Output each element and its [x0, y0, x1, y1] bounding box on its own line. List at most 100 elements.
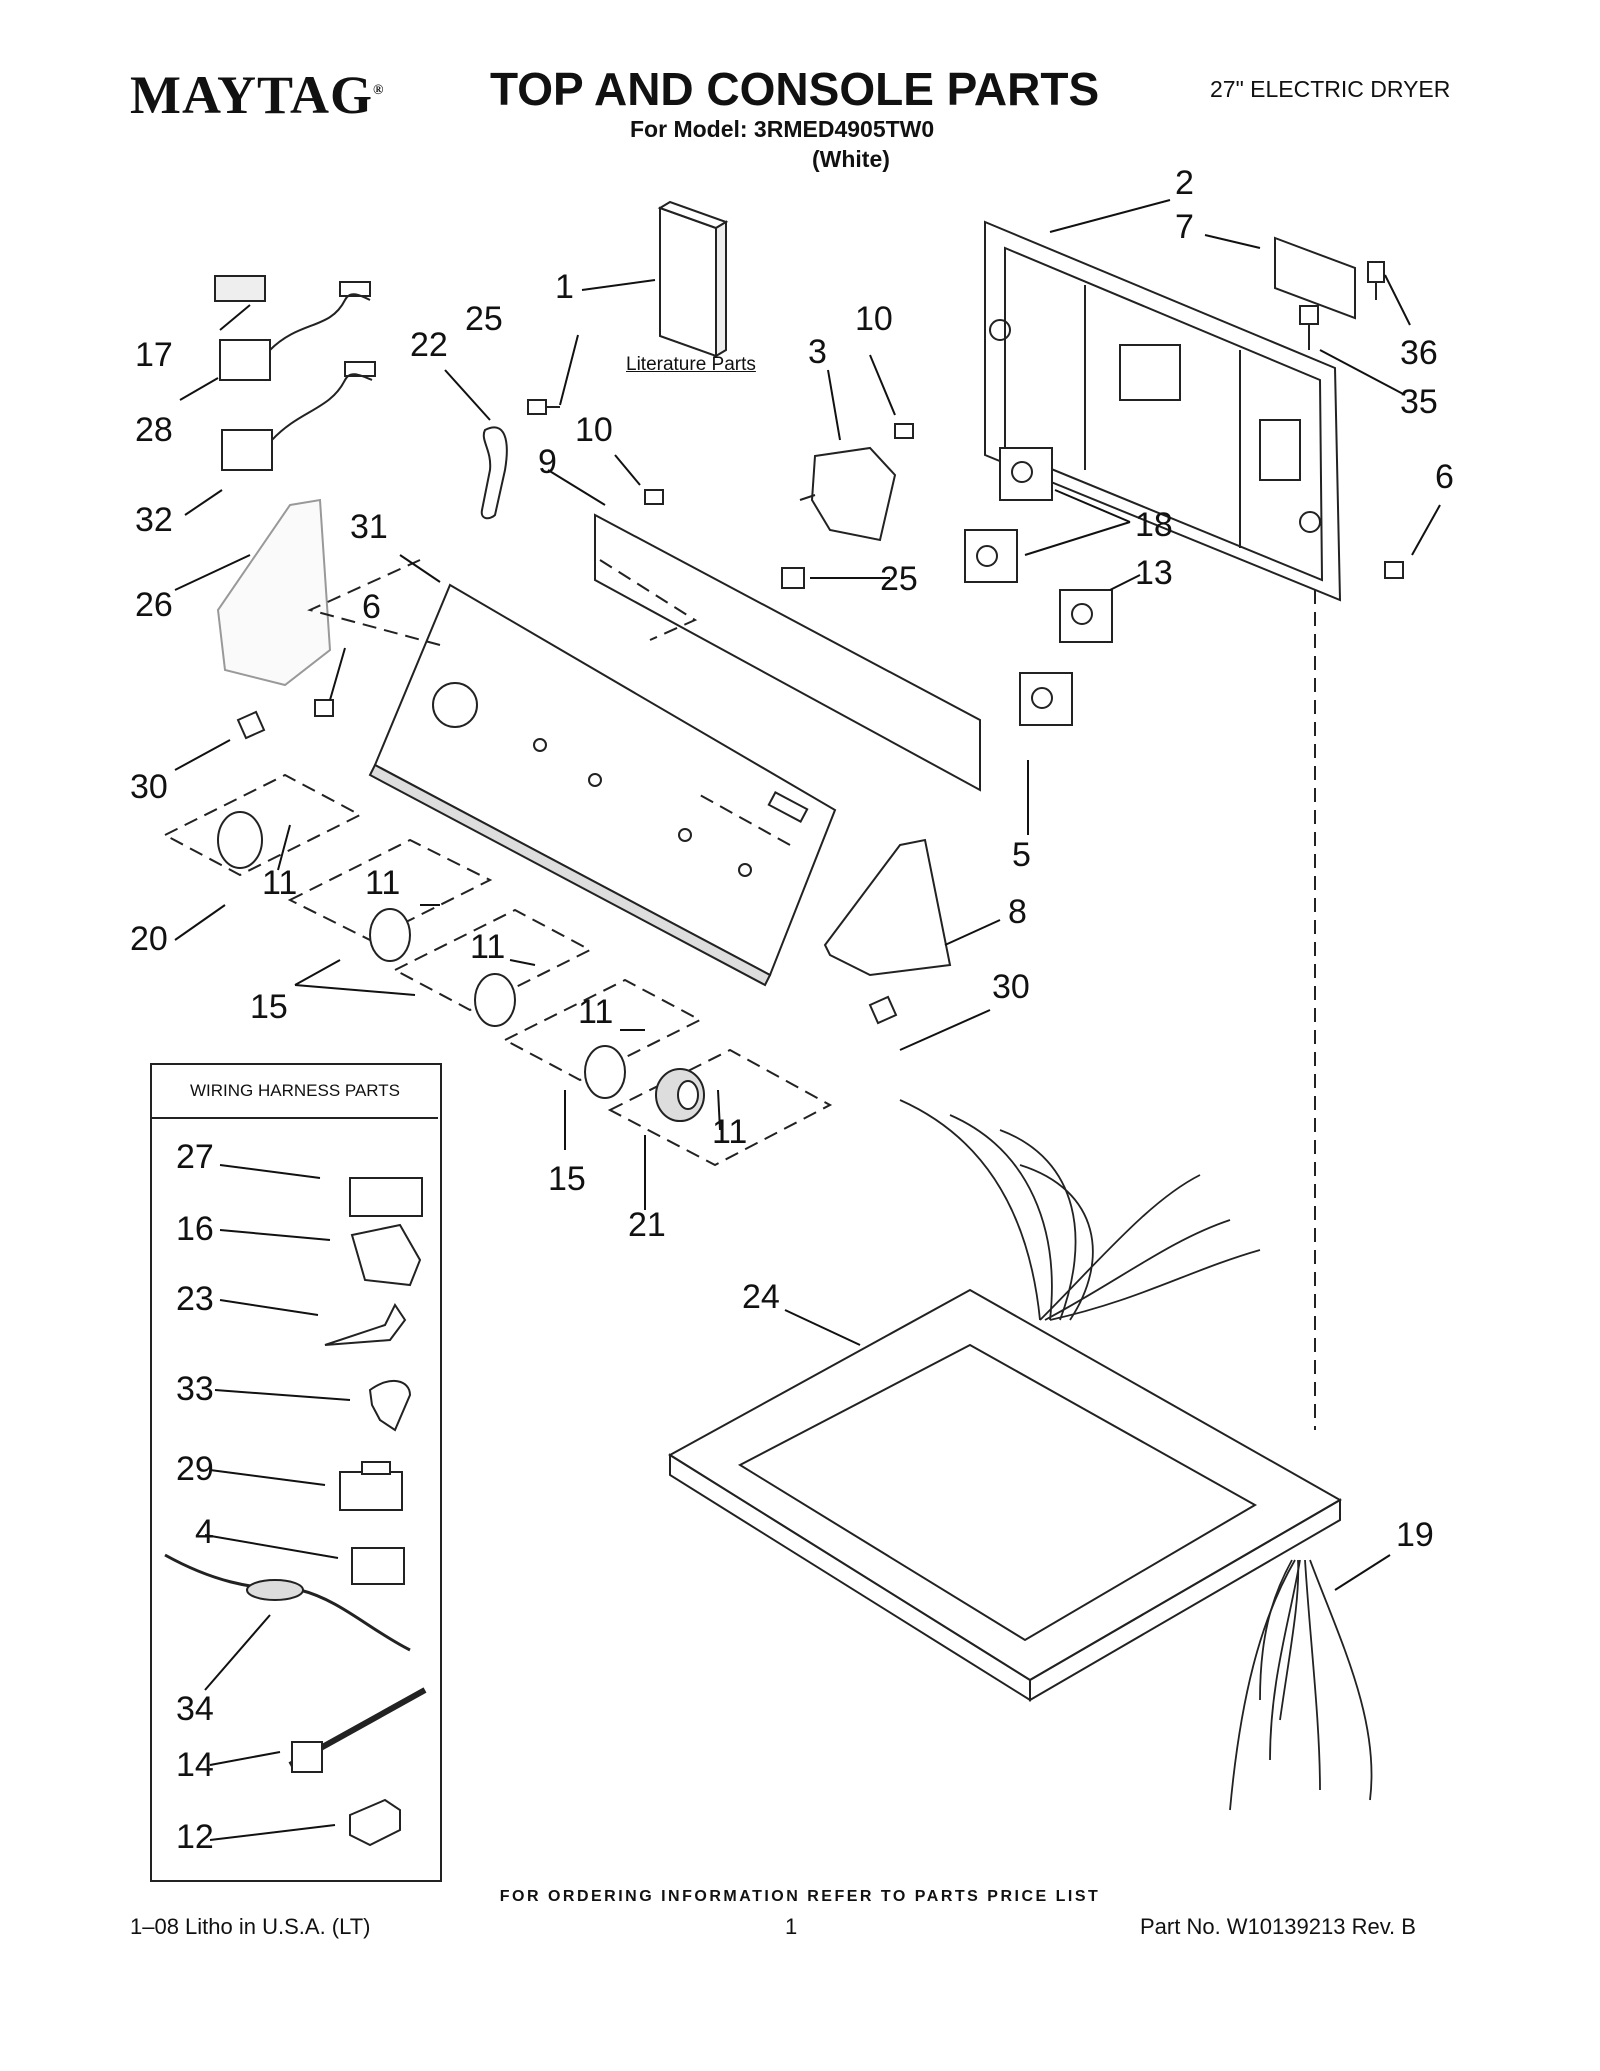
callout-33: 33: [176, 1370, 214, 1408]
callout-34: 34: [176, 1690, 214, 1728]
right-end-cap: [823, 838, 952, 977]
brand-logo: MAYTAG®: [130, 64, 384, 126]
control-bracket: [594, 513, 981, 792]
clip-30-left: [236, 710, 266, 740]
wh-part-33: [368, 1380, 412, 1432]
callout-2: 2: [1175, 164, 1194, 202]
callout-32: 32: [135, 501, 173, 539]
callout-6-right: 6: [1435, 458, 1454, 496]
callout-20: 20: [130, 920, 168, 958]
callout-25-top: 25: [465, 300, 503, 338]
callout-27: 27: [176, 1138, 214, 1176]
callout-25-mid: 25: [880, 560, 918, 598]
rear-console-panel: [984, 220, 1342, 602]
control-board: [1274, 236, 1356, 320]
callout-22: 22: [410, 326, 448, 364]
harness-wires-upper: [899, 1099, 1261, 1321]
screw-10-b: [644, 489, 664, 505]
screw-36: [1367, 261, 1385, 300]
wh-part-16: [350, 1223, 422, 1287]
callout-31: 31: [350, 508, 388, 546]
switch-18-a: [999, 447, 1053, 501]
clip-30-right: [868, 995, 898, 1025]
switch-13: [1059, 589, 1113, 643]
registered-mark: ®: [373, 83, 385, 98]
harness-28: [219, 281, 371, 381]
callout-11-a: 11: [262, 864, 298, 902]
callout-15-left: 15: [250, 988, 288, 1026]
callout-11-c: 11: [470, 928, 506, 966]
callout-14: 14: [176, 1746, 214, 1784]
literature-parts-label: Literature Parts: [626, 354, 756, 375]
callout-23: 23: [176, 1280, 214, 1318]
screw-6-right: [1384, 561, 1404, 579]
wh-part-12: [349, 1798, 401, 1847]
product-type: 27" ELECTRIC DRYER: [1210, 76, 1451, 102]
literature-book: [657, 200, 729, 358]
clip-22: [480, 426, 508, 520]
connector-17: [214, 275, 266, 302]
callout-11-d: 11: [578, 993, 614, 1031]
knob-15-a: [369, 908, 411, 962]
wh-part-34: [164, 1553, 411, 1652]
callout-6-left: 6: [362, 588, 381, 626]
callout-5: 5: [1012, 836, 1031, 874]
ordering-note: FOR ORDERING INFORMATION REFER TO PARTS …: [499, 1888, 1101, 1905]
screw-25-top: [527, 399, 560, 415]
left-end-cap: [216, 498, 332, 687]
color-line: (White): [812, 146, 890, 172]
callout-30-right: 30: [992, 968, 1030, 1006]
wh-part-29: [339, 1461, 403, 1511]
page-number: 1: [785, 1914, 798, 1939]
callout-9: 9: [538, 443, 557, 481]
litho-info: 1–08 Litho in U.S.A. (LT): [130, 1914, 371, 1939]
part-25-small: [781, 567, 805, 589]
callout-30-left: 30: [130, 768, 168, 806]
callout-21: 21: [628, 1206, 666, 1244]
callout-19: 19: [1396, 1516, 1434, 1554]
callout-3: 3: [808, 333, 827, 371]
callout-35: 35: [1400, 383, 1438, 421]
harness-19: [1229, 1559, 1373, 1811]
callout-26: 26: [135, 586, 173, 624]
knob-20: [217, 811, 263, 869]
callout-11-b: 11: [365, 864, 401, 902]
knob-15-b: [474, 973, 516, 1027]
callout-4: 4: [195, 1513, 214, 1551]
callout-10-top: 10: [855, 300, 893, 338]
callout-7: 7: [1175, 208, 1194, 246]
model-line: For Model: 3RMED4905TW0: [630, 116, 935, 142]
main-top: [668, 1288, 1343, 1702]
wh-part-4: [351, 1547, 405, 1585]
callout-11-e: 11: [712, 1113, 748, 1151]
callout-28: 28: [135, 411, 173, 449]
callout-24: 24: [742, 1278, 780, 1316]
callout-13: 13: [1135, 554, 1173, 592]
callout-15-bottom: 15: [548, 1160, 586, 1198]
knob-21: [655, 1068, 705, 1122]
callout-8: 8: [1008, 893, 1027, 931]
callout-29: 29: [176, 1450, 214, 1488]
screw-35: [1299, 305, 1319, 350]
wh-part-23: [324, 1303, 407, 1346]
brand-name: MAYTAG: [130, 65, 374, 125]
wiring-harness-title: WIRING HARNESS PARTS: [152, 1065, 438, 1119]
callout-36: 36: [1400, 334, 1438, 372]
console: [368, 583, 837, 987]
timer: [799, 446, 897, 542]
switch-5: [1019, 672, 1073, 726]
knob-15-c: [584, 1045, 626, 1099]
screw-10-a: [894, 423, 914, 439]
callout-10-mid: 10: [575, 411, 613, 449]
wh-part-14: [288, 1687, 427, 1773]
wh-part-27: [349, 1177, 423, 1217]
screw-6-left: [314, 699, 334, 717]
callout-18: 18: [1135, 506, 1173, 544]
callout-16: 16: [176, 1210, 214, 1248]
wiring-harness-box: [150, 1063, 442, 1882]
part-number: Part No. W10139213 Rev. B: [1140, 1914, 1416, 1939]
callout-1: 1: [555, 268, 574, 306]
callout-12: 12: [176, 1818, 214, 1856]
knob-dashed-groups: [162, 559, 1316, 1430]
